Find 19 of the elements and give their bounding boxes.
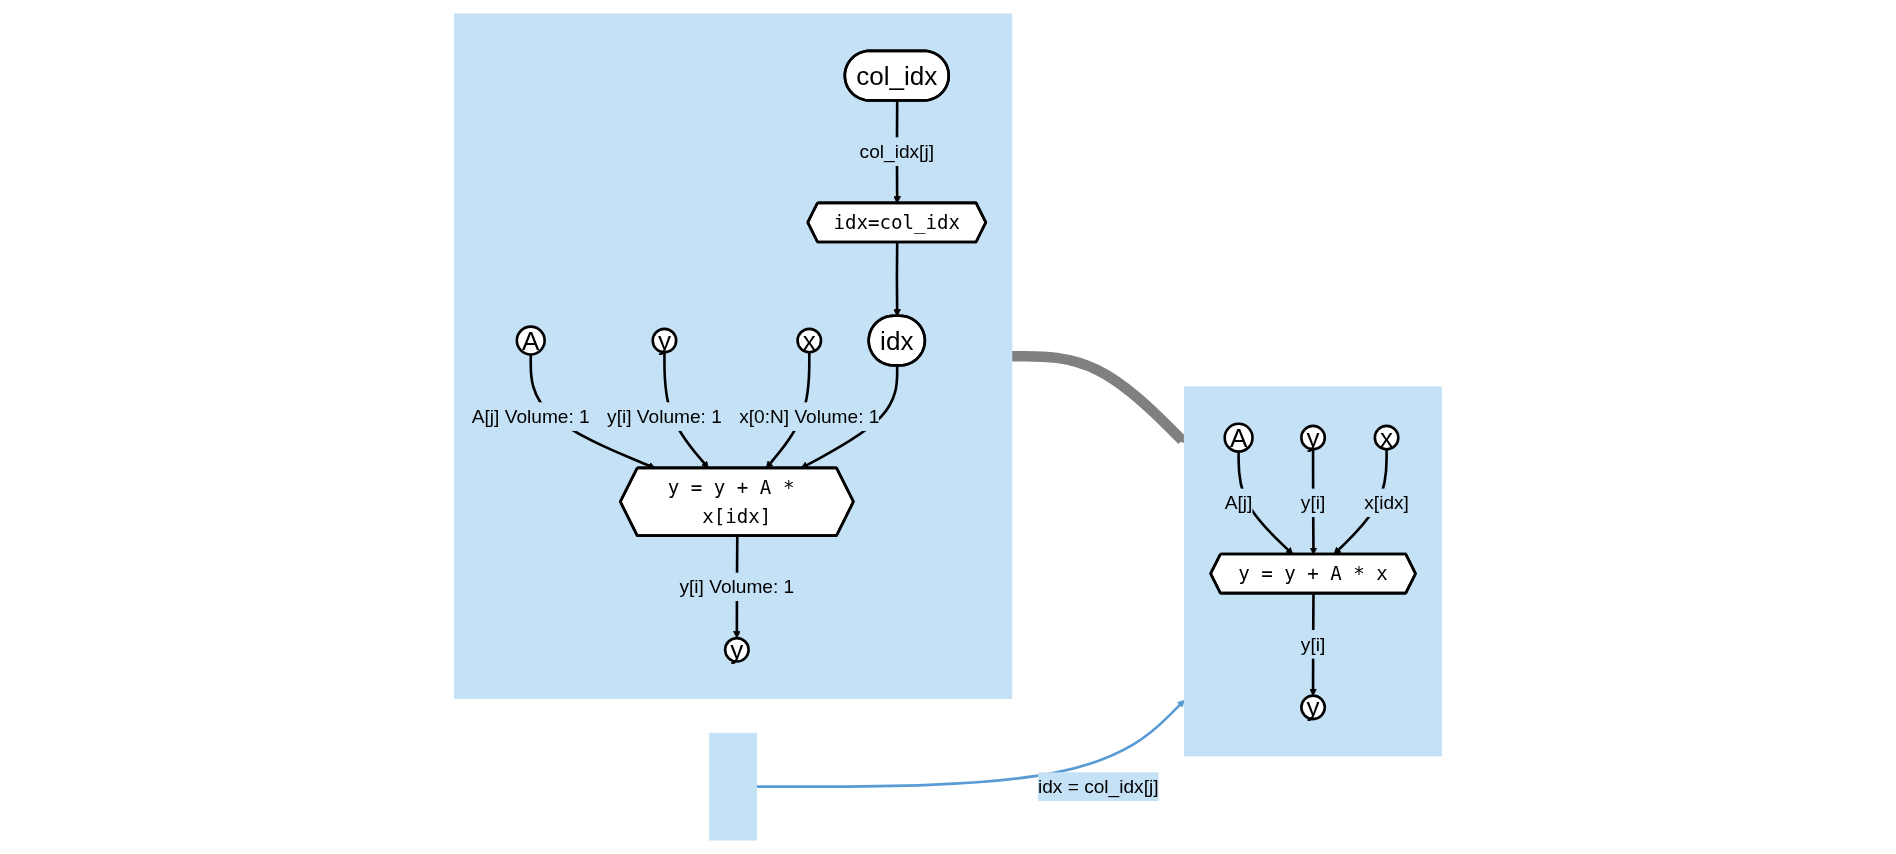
edge-label: y[i] Volume: 1: [607, 405, 722, 428]
arrow: [1011, 351, 1186, 444]
edge-label: x[0:N] Volume: 1: [739, 405, 880, 428]
cluster: [1184, 386, 1443, 757]
node-circle: A: [515, 325, 546, 356]
edge-label: idx = col_idx[j]: [1037, 775, 1159, 798]
cluster: [453, 13, 1013, 699]
node-circle: x: [1373, 424, 1400, 451]
arrow: [756, 699, 1185, 788]
edge-label: y[i]: [1300, 491, 1326, 514]
node-circle: A: [1223, 422, 1254, 453]
edge-label: y[i]: [1300, 633, 1326, 656]
edge-label: col_idx[j]: [859, 140, 934, 163]
node-circle: x: [796, 327, 823, 354]
edge-label: y[i] Volume: 1: [679, 575, 795, 598]
edge-label: A[j]: [1224, 491, 1253, 514]
edge-label: A[j] Volume: 1: [471, 405, 590, 428]
edge-label: x[idx]: [1364, 491, 1409, 514]
node-box: [709, 732, 758, 841]
